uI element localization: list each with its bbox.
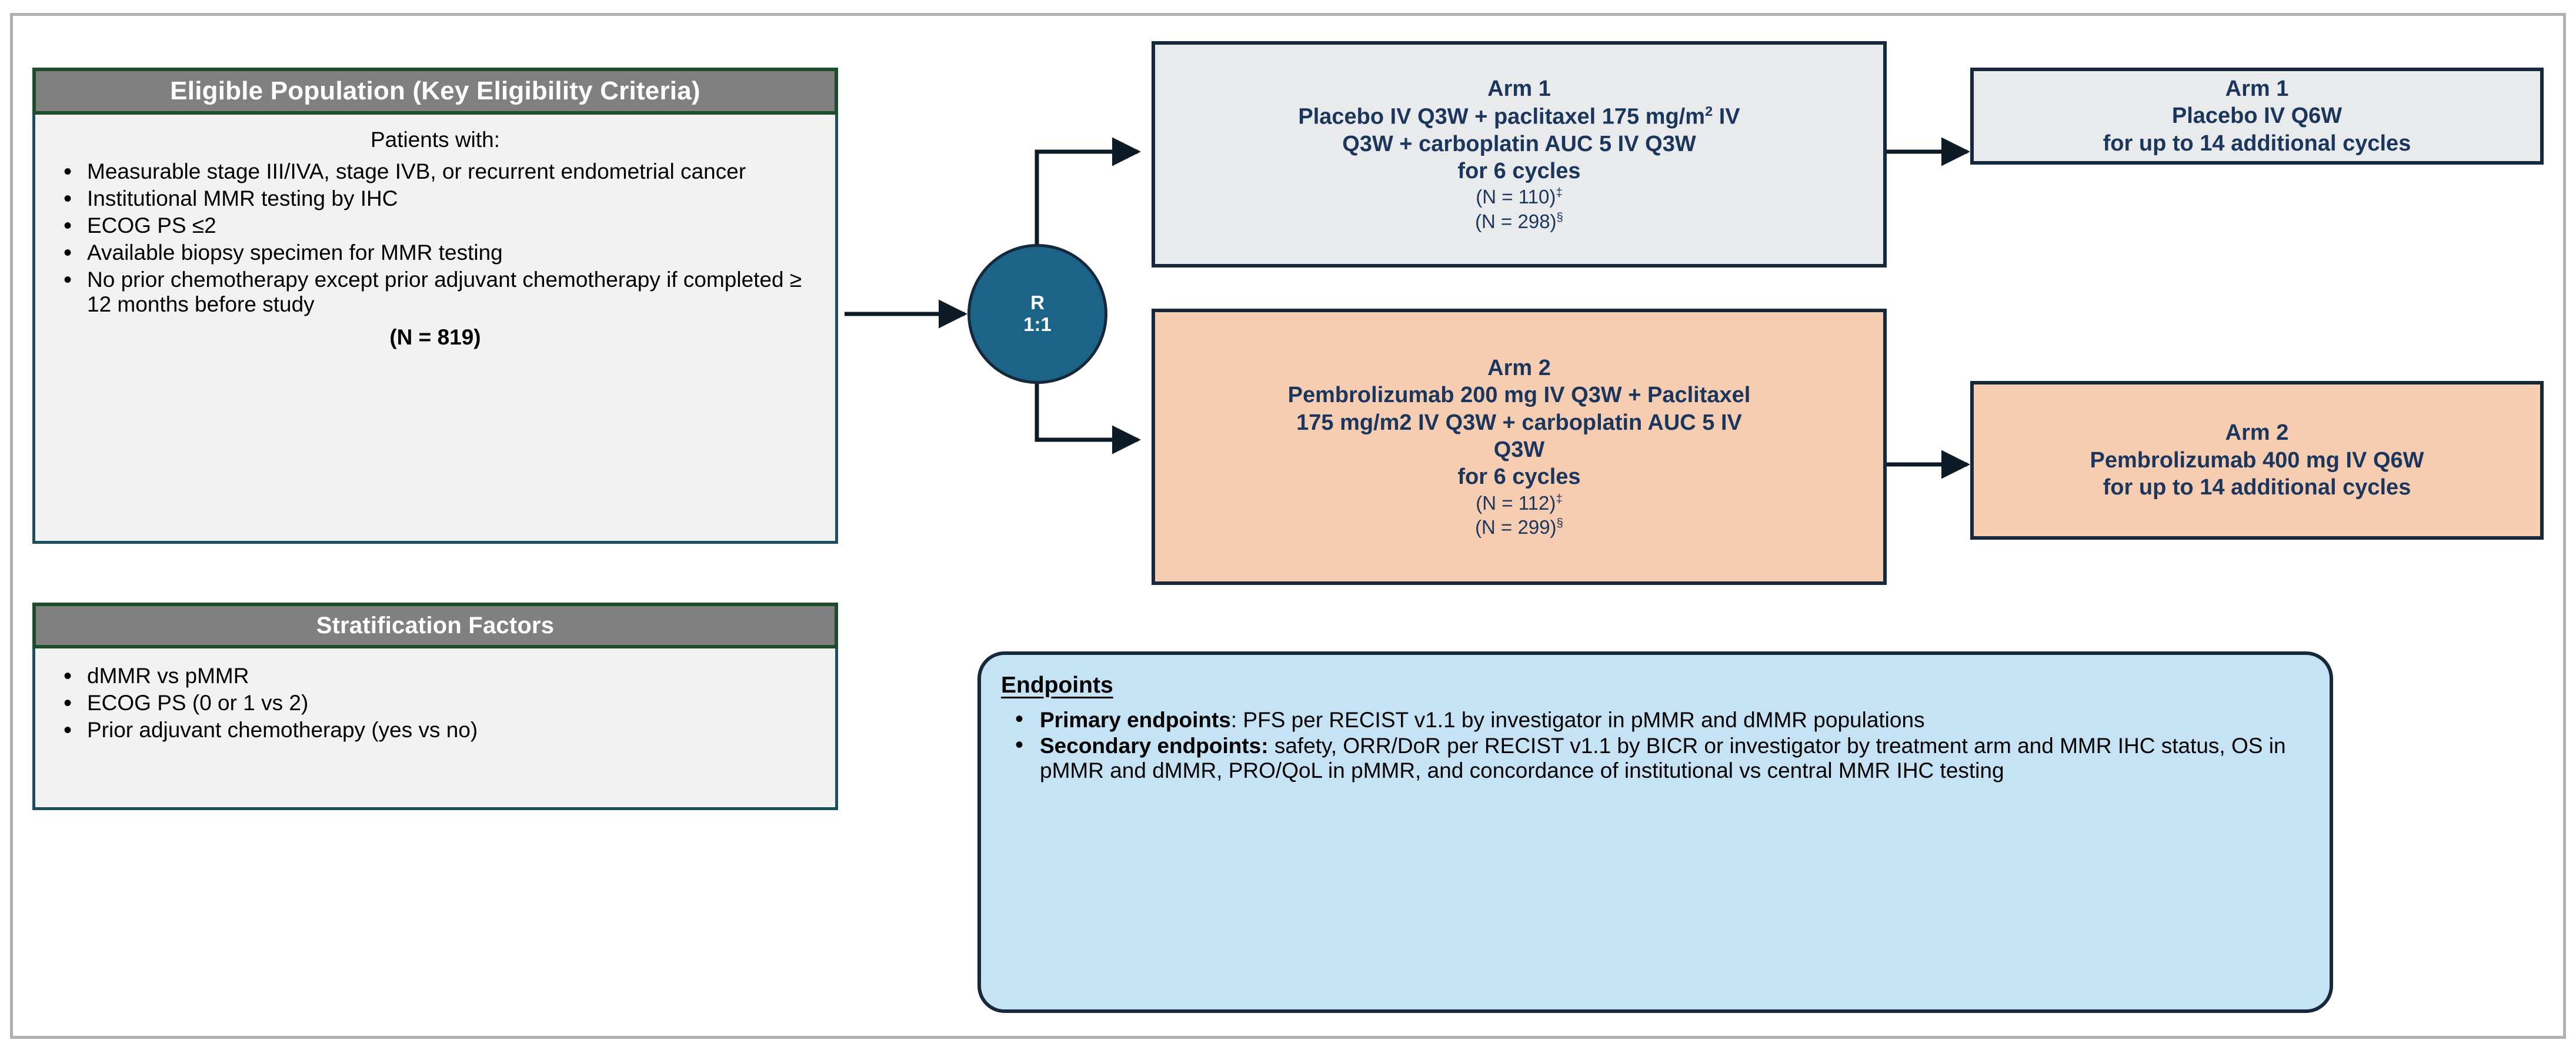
arm2-treatment-n-primary: (N = 112)‡: [1476, 491, 1562, 515]
arm2-treatment-line2: 175 mg/m2 IV Q3W + carboplatin AUC 5 IV: [1296, 410, 1742, 435]
arm1-maintenance-title: Arm 1: [2225, 76, 2289, 101]
arm1-treatment-box: Arm 1 Placebo IV Q3W + paclitaxel 175 mg…: [1152, 41, 1887, 267]
primary-endpoints-separator: :: [1230, 708, 1243, 732]
arm2-maintenance-line1: Pembrolizumab 400 mg IV Q6W: [2090, 447, 2424, 473]
arm1-n-secondary-value: (N = 298): [1475, 210, 1557, 232]
arm1-treatment-line3: for 6 cycles: [1457, 158, 1581, 183]
arm1-maintenance-line1: Placebo IV Q6W: [2171, 103, 2343, 129]
arm1-n-primary-value: (N = 110): [1476, 186, 1556, 208]
arm2-treatment-n-secondary: (N = 299)§: [1475, 515, 1563, 539]
list-item: Institutional MMR testing by IHC: [51, 185, 820, 213]
arm2-n-primary-footnote: ‡: [1556, 491, 1563, 506]
primary-endpoints-label: Primary endpoints: [1040, 708, 1231, 732]
arm2-n-secondary-footnote: §: [1556, 516, 1563, 530]
arm1-maintenance-line2: for up to 14 additional cycles: [2103, 131, 2411, 156]
arm1-treatment-n-primary: (N = 110)‡: [1476, 185, 1562, 209]
arm2-maintenance-box: Arm 2 Pembrolizumab 400 mg IV Q6W for up…: [1970, 381, 2544, 540]
arm1-treatment-line2: Q3W + carboplatin AUC 5 IV Q3W: [1342, 131, 1696, 156]
arm2-treatment-line1: Pembrolizumab 200 mg IV Q3W + Paclitaxel: [1287, 383, 1751, 408]
arm2-treatment-box: Arm 2 Pembrolizumab 200 mg IV Q3W + Pacl…: [1152, 309, 1887, 585]
endpoints-title: Endpoints: [1001, 673, 1113, 698]
list-item: dMMR vs pMMR: [51, 663, 820, 690]
list-item: Primary endpoints: PFS per RECIST v1.1 b…: [1001, 705, 2310, 733]
secondary-endpoints-label: Secondary endpoints:: [1040, 734, 1269, 758]
secondary-endpoints-text: safety, ORR/DoR per RECIST v1.1 by BICR …: [1040, 734, 2286, 783]
list-item: ECOG PS ≤2: [51, 212, 820, 240]
stratification-title: Stratification Factors: [316, 612, 555, 638]
list-item: Secondary endpoints: safety, ORR/DoR per…: [1001, 731, 2310, 783]
secondary-endpoints-separator: [1269, 734, 1274, 758]
arm2-n-secondary-value: (N = 299): [1475, 516, 1557, 538]
list-item: Measurable stage III/IVA, stage IVB, or …: [51, 158, 820, 186]
arm1-treatment-line1-text: Placebo IV Q3W + paclitaxel 175 mg/m: [1298, 104, 1706, 129]
list-item: ECOG PS (0 or 1 vs 2): [51, 690, 820, 717]
stratification-body: dMMR vs pMMR ECOG PS (0 or 1 vs 2) Prior…: [32, 648, 838, 810]
eligible-population-total: (N = 819): [389, 325, 481, 349]
arm1-treatment-title: Arm 1: [1487, 76, 1551, 102]
randomization-ratio: 1:1: [1023, 313, 1052, 335]
eligible-population-header: Eligible Population (Key Eligibility Cri…: [32, 68, 838, 115]
endpoints-box: Endpoints Primary endpoints: PFS per REC…: [977, 651, 2333, 1013]
eligible-population-title: Eligible Population (Key Eligibility Cri…: [170, 76, 700, 105]
arm1-treatment-line1-tail: IV: [1713, 104, 1740, 129]
eligibility-criteria-list: Measurable stage III/IVA, stage IVB, or …: [51, 158, 820, 317]
eligible-population-body: Patients with: Measurable stage III/IVA,…: [32, 115, 838, 544]
arm2-treatment-line3: Q3W: [1493, 437, 1545, 462]
list-item: No prior chemotherapy except prior adjuv…: [51, 266, 820, 317]
arm2-treatment-title: Arm 2: [1487, 355, 1551, 380]
arm2-maintenance-line2: for up to 14 additional cycles: [2103, 475, 2411, 500]
randomization-label: R: [1030, 292, 1045, 314]
endpoints-list: Primary endpoints: PFS per RECIST v1.1 b…: [1001, 705, 2310, 783]
stratification-header: Stratification Factors: [32, 603, 838, 648]
arm1-maintenance-box: Arm 1 Placebo IV Q6W for up to 14 additi…: [1970, 68, 2544, 165]
arm2-n-primary-value: (N = 112): [1476, 491, 1556, 514]
list-item: Available biopsy specimen for MMR testin…: [51, 239, 820, 267]
stratification-factors-list: dMMR vs pMMR ECOG PS (0 or 1 vs 2) Prior…: [51, 663, 820, 744]
arm1-treatment-line1: Placebo IV Q3W + paclitaxel 175 mg/m2 IV: [1298, 103, 1740, 131]
primary-endpoints-text: PFS per RECIST v1.1 by investigator in p…: [1243, 708, 1925, 732]
eligible-population-intro: Patients with:: [370, 128, 500, 152]
arm1-n-secondary-footnote: §: [1556, 210, 1563, 224]
randomization-node: R 1:1: [967, 244, 1107, 384]
list-item: Prior adjuvant chemotherapy (yes vs no): [51, 717, 820, 744]
arm1-n-primary-footnote: ‡: [1556, 186, 1563, 200]
arm1-treatment-n-secondary: (N = 298)§: [1475, 209, 1563, 233]
arm2-maintenance-title: Arm 2: [2225, 420, 2289, 446]
arm2-treatment-line4: for 6 cycles: [1457, 464, 1581, 490]
arm1-treatment-line1-sup: 2: [1705, 103, 1713, 119]
